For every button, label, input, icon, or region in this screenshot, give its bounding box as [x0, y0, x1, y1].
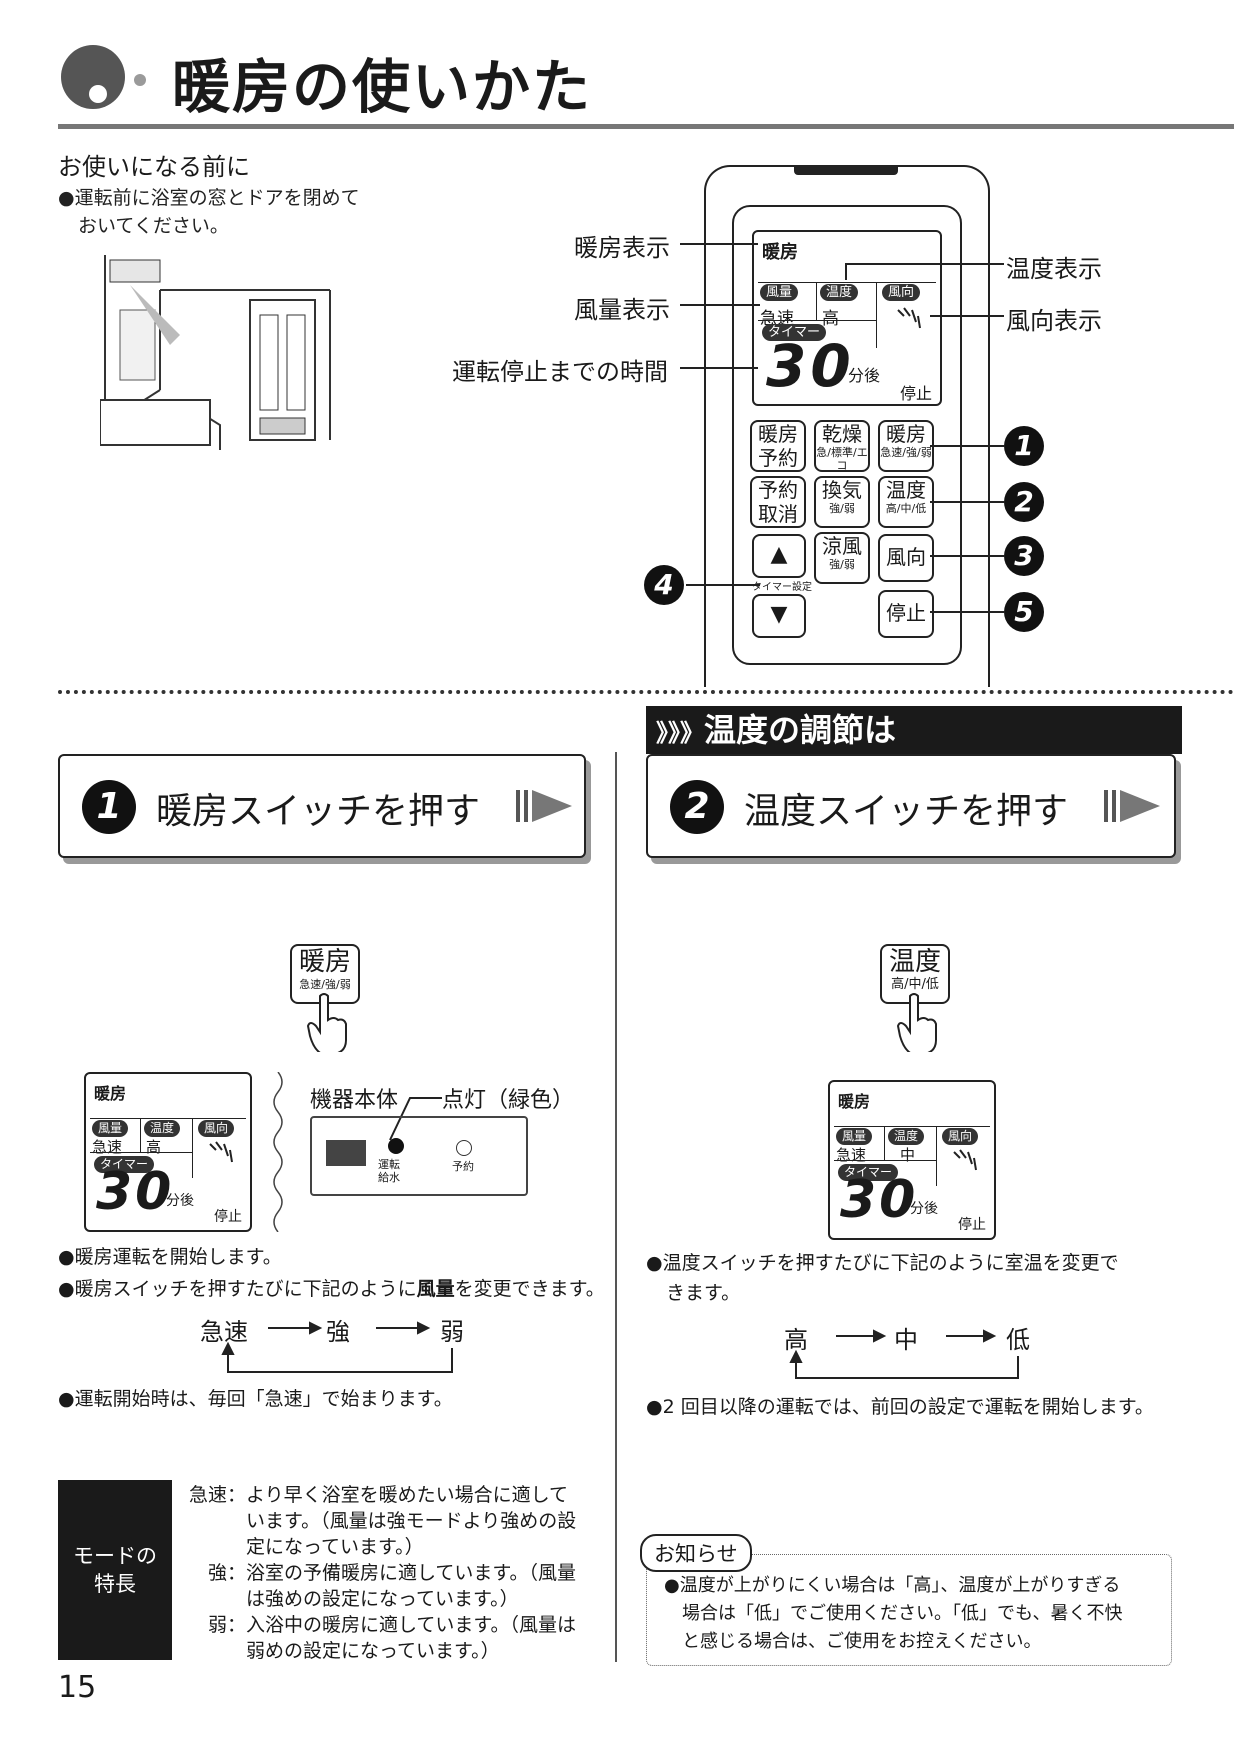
callout-number-4: 4 — [644, 565, 684, 605]
before-use-heading: お使いになる前に — [58, 153, 250, 181]
lamp-label: 点灯（緑色） — [442, 1088, 575, 1113]
callout-direction-display: 風向表示 — [1006, 307, 1102, 335]
reserve-lamp — [456, 1140, 472, 1156]
lcd-timer-badge: タイマー — [762, 324, 827, 341]
lcd-mode: 暖房 — [762, 242, 798, 263]
callout-number-5: 5 — [1004, 592, 1044, 632]
callout-fan-display: 風量表示 — [574, 296, 670, 324]
unit-label: 機器本体 — [310, 1088, 399, 1113]
lcd-timer-unit: 分後 — [848, 366, 881, 385]
step2-bullet-2: ●2 回目以降の運転では、前回の設定で運転を開始します。 — [646, 1396, 1154, 1418]
notice-text: ●温度が上がりにくい場合は「高」、温度が上がりすぎる 場合は「低」でご使用くださ… — [664, 1575, 1123, 1652]
lcd-dir-badge: 風向 — [882, 284, 921, 301]
temp-button[interactable]: 温度高/中/低 — [878, 476, 934, 528]
step2-bullet-1: ●温度スイッチを押すたびに下記のように室温を変更で きます。 — [646, 1252, 1119, 1304]
bathroom-illustration — [99, 250, 340, 450]
step1-lcd: 暖房 風量 温度 風向 急速 高 タイマー 30 分後 停止 — [84, 1072, 252, 1232]
wavy-separator — [268, 1071, 288, 1236]
step1-bullet-2: ●暖房スイッチを押すたびに下記のように風量を変更できます。 — [58, 1278, 605, 1300]
vent-button[interactable]: 換気強/弱 — [814, 476, 870, 528]
unit-panel: 運転給水 予約 — [310, 1116, 528, 1196]
direction-button[interactable]: 風向 — [878, 534, 934, 582]
header-icon — [58, 42, 158, 112]
stop-button[interactable]: 停止 — [878, 590, 934, 638]
callout-temp-display: 温度表示 — [1006, 255, 1102, 283]
step1-box: 1 暖房スイッチを押す — [58, 754, 586, 858]
temp-section-title: 》》》温度の調節は — [646, 706, 1182, 754]
run-lamp-label: 運転給水 — [378, 1158, 400, 1184]
dry-button[interactable]: 乾燥急/標準/エコ — [814, 420, 870, 472]
run-lamp — [388, 1138, 404, 1154]
cool-button[interactable]: 涼風強/弱 — [814, 532, 870, 584]
reserve-heat-button[interactable]: 暖房予約 — [750, 420, 806, 472]
temp-cycle-diagram: 高 中 低 — [780, 1316, 1040, 1396]
step2-number: 2 — [670, 780, 724, 834]
remote-lcd: 暖房 風量 温度 風向 急速 高 タイマー 30 分後 停止 — [752, 230, 942, 406]
fan-cycle-diagram: 急速 強 弱 — [190, 1308, 490, 1388]
before-use-bullet: ●運転前に浴室の窓とドアを閉めて おいてください。 — [58, 187, 360, 237]
wind-direction-icon — [950, 1148, 980, 1180]
mode-feature-item: 弱： 入浴中の暖房に適しています。（風量は 弱めの設定になっています。） — [207, 1614, 577, 1662]
unit-display — [326, 1140, 366, 1166]
lcd-temp-badge: 温度 — [820, 284, 859, 301]
mode-features-label: モードの 特長 — [58, 1480, 172, 1660]
wind-direction-icon — [206, 1140, 236, 1172]
timer-set-label: タイマー設定 — [752, 582, 812, 593]
callout-number-2: 2 — [1004, 482, 1044, 522]
step1-bullet-3: ●運転開始時は、毎回「急速」で始まります。 — [58, 1388, 453, 1410]
mode-features-list: 急速： より早く浴室を暖めたい場合に適して います。（風量は強モードより強めの設… — [184, 1482, 604, 1664]
notice-box — [646, 1554, 1172, 1666]
callout-lines — [680, 243, 1004, 613]
lcd-timer-action: 停止 — [900, 384, 933, 403]
mode-feature-item: 急速： より早く浴室を暖めたい場合に適して います。（風量は強モードより強めの設… — [188, 1484, 577, 1558]
next-arrow-icon — [516, 786, 576, 830]
callout-heating-display: 暖房表示 — [574, 234, 670, 262]
cancel-reserve-button[interactable]: 予約取消 — [750, 476, 806, 528]
column-divider — [615, 752, 617, 1662]
step1-title: 暖房スイッチを押す — [156, 791, 481, 832]
mode-feature-item: 強： 浴室の予備暖房に適しています。（風量 は強めの設定になっています。） — [207, 1562, 577, 1610]
next-arrow-icon — [1104, 786, 1164, 830]
page-title: 暖房の使いかた — [172, 53, 593, 121]
timer-down-button[interactable]: ▼ — [752, 594, 806, 638]
step1-bullet-1: ●暖房運転を開始します。 — [58, 1246, 282, 1268]
step2-lcd: 暖房 風量 温度 風向 急速 中 タイマー 30 分後 停止 — [828, 1080, 996, 1240]
press-hand-icon — [306, 992, 352, 1056]
lcd-temp-value: 高 — [822, 309, 839, 329]
press-hand-icon — [896, 992, 942, 1056]
lcd-timer-value: 30 — [766, 332, 855, 400]
lamp-callout-line — [389, 1097, 442, 1141]
title-divider — [58, 124, 1234, 129]
timer-up-button[interactable]: ▲ — [752, 534, 806, 578]
wind-direction-icon — [894, 306, 924, 338]
callout-time-until-stop: 運転停止までの時間 — [452, 358, 668, 386]
step1-number: 1 — [82, 780, 136, 834]
section-divider — [58, 690, 1234, 694]
step2-box: 2 温度スイッチを押す — [646, 754, 1176, 858]
callout-number-1: 1 — [1004, 426, 1044, 466]
reserve-lamp-label: 予約 — [452, 1160, 474, 1173]
step2-title: 温度スイッチを押す — [744, 791, 1069, 832]
notice-label: お知らせ — [640, 1534, 752, 1572]
callout-number-3: 3 — [1004, 536, 1044, 576]
lcd-fan-badge: 風量 — [760, 284, 799, 301]
page-number: 15 — [58, 1670, 97, 1705]
